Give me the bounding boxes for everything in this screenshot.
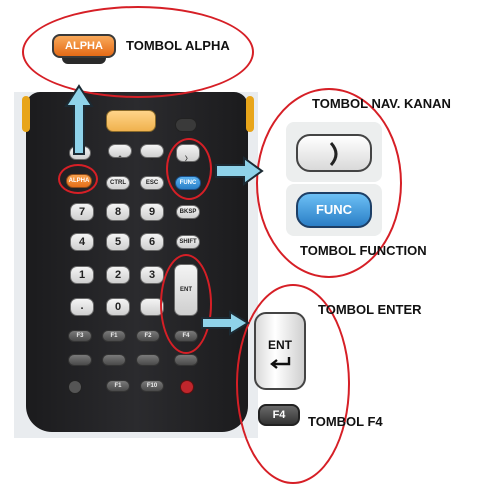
power-key[interactable]: [175, 118, 197, 132]
arrow-up-icon: [64, 84, 94, 155]
esc-key[interactable]: ESC: [140, 176, 164, 190]
caption-function: TOMBOL FUNCTION: [300, 243, 427, 258]
caption-enter: TOMBOL ENTER: [318, 302, 422, 317]
key-7[interactable]: 7: [70, 203, 94, 221]
device-body: [26, 92, 248, 432]
key-6[interactable]: 6: [140, 233, 164, 251]
key-8[interactable]: 8: [106, 203, 130, 221]
key-4[interactable]: 4: [70, 233, 94, 251]
key-1[interactable]: 1: [70, 266, 94, 284]
key-0[interactable]: 0: [106, 298, 130, 316]
nav-func-keys-circle: [166, 138, 212, 200]
device-side-yellow-right: [246, 96, 254, 132]
scan-key[interactable]: [106, 110, 156, 132]
enter-f4-keys-circle: [160, 254, 212, 354]
f2-key[interactable]: F2: [136, 330, 160, 342]
key-2[interactable]: 2: [106, 266, 130, 284]
caption-f4: TOMBOL F4: [308, 414, 383, 429]
bottom-left-round-key[interactable]: [68, 380, 82, 394]
device-side-yellow-left: [22, 96, 30, 132]
alpha-zoom-circle: [22, 6, 254, 98]
fn-key-row3-4[interactable]: [174, 354, 198, 366]
f10-key[interactable]: F10: [140, 380, 164, 392]
ctrl-key[interactable]: CTRL: [106, 176, 130, 190]
alpha-key-circle: [58, 164, 98, 194]
caption-alpha: TOMBOL ALPHA: [126, 38, 230, 53]
fn-key-row3-1[interactable]: [68, 354, 92, 366]
f3-key[interactable]: F3: [68, 330, 92, 342]
key-dot[interactable]: .: [70, 298, 94, 316]
red-power-key[interactable]: [180, 380, 194, 394]
bksp-key[interactable]: BKSP: [176, 205, 200, 219]
fn-key-row3-2[interactable]: [102, 354, 126, 366]
enter-f4-zoom-circle: [236, 284, 350, 484]
f1-key[interactable]: F1: [102, 330, 126, 342]
f1-bottom-key[interactable]: F1: [106, 380, 130, 392]
caption-nav-right: TOMBOL NAV. KANAN: [312, 96, 451, 111]
key-3[interactable]: 3: [140, 266, 164, 284]
nav-func-zoom-circle: [256, 88, 402, 278]
arrow-right-icon: [201, 310, 250, 336]
fn-key-row3-3[interactable]: [136, 354, 160, 366]
arrow-right-icon: [215, 156, 264, 186]
nav-up-key[interactable]: ⌃: [108, 144, 132, 162]
key-9[interactable]: 9: [140, 203, 164, 221]
shift-key[interactable]: SHIFT: [176, 235, 200, 249]
key-5[interactable]: 5: [106, 233, 130, 251]
nav-down-key[interactable]: ⌄: [140, 144, 164, 162]
